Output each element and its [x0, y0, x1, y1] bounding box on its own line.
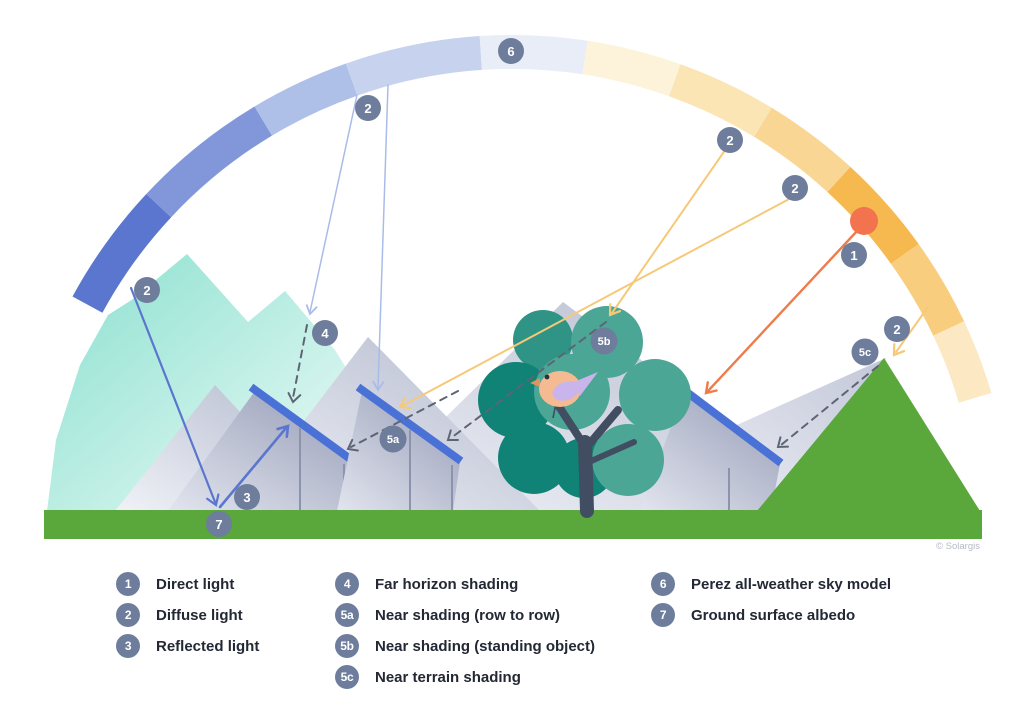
ray-diffuse-left — [129, 286, 220, 507]
bird-wing — [552, 381, 580, 401]
arc-segment — [890, 244, 965, 336]
legend-badge: 3 — [116, 634, 140, 658]
svg-text:2: 2 — [791, 181, 798, 196]
legend-item-perez-model: 6 Perez all-weather sky model — [651, 572, 891, 596]
badge-ground-albedo: 7 — [206, 511, 232, 537]
legend-label: Direct light — [156, 575, 235, 593]
tree-trunk — [552, 398, 637, 518]
diagram-badges: 2 2 6 2 2 1 2 5c 5b 5a 4 3 — [134, 38, 910, 537]
ground-surface — [44, 510, 982, 539]
arc-segment — [754, 107, 851, 192]
legend-badge: 5a — [335, 603, 359, 627]
arc-segment — [254, 63, 358, 136]
legend-badge: 5b — [335, 634, 359, 658]
ray-direct — [704, 228, 860, 395]
legend-label: Diffuse light — [156, 606, 243, 624]
svg-text:5b: 5b — [598, 336, 611, 348]
shading-near-terrain — [776, 365, 879, 449]
arc-segment — [669, 64, 772, 137]
svg-text:1: 1 — [850, 248, 857, 263]
badge-diffuse-left: 2 — [134, 277, 160, 303]
legend-label: Ground surface albedo — [691, 606, 856, 624]
bird-eye — [544, 374, 550, 380]
bird — [530, 371, 598, 419]
legend-label: Reflected light — [156, 637, 260, 655]
badge-diffuse-top: 2 — [355, 95, 381, 121]
arc-segment — [346, 36, 482, 96]
arc-segment — [72, 194, 172, 313]
legend-item-diffuse-light: 2 Diffuse light — [116, 603, 259, 627]
legend-label: Near shading (row to row) — [375, 606, 561, 624]
svg-text:2: 2 — [893, 322, 900, 337]
legend-item-direct-light: 1 Direct light — [116, 572, 259, 596]
panel-face-2 — [355, 383, 464, 465]
legend-item-far-horizon-shading: 4 Far horizon shading — [335, 572, 595, 596]
svg-text:4: 4 — [321, 326, 329, 341]
svg-text:2: 2 — [364, 101, 371, 116]
badge-diffuse-low-right: 2 — [884, 316, 910, 342]
legend-label: Near shading (standing object) — [375, 637, 596, 655]
legend-badge: 4 — [335, 572, 359, 596]
arc-segment — [582, 40, 681, 97]
badge-near-terrain-shading: 5c — [851, 338, 879, 366]
legend-item-near-shading-object: 5b Near shading (standing object) — [335, 634, 595, 658]
solar-irradiance-diagram: 2 2 6 2 2 1 2 5c 5b 5a 4 3 — [44, 34, 992, 539]
badge-reflected-light: 3 — [234, 484, 260, 510]
badge-perez-sky-model: 6 — [498, 38, 524, 64]
ray-reflected — [218, 424, 290, 509]
svg-text:7: 7 — [215, 517, 222, 532]
shading-row-to-row — [346, 390, 459, 452]
legend-item-reflected-light: 3 Reflected light — [116, 634, 259, 658]
legend-label: Near terrain shading — [375, 668, 521, 686]
light-rays — [129, 84, 929, 509]
svg-text:3: 3 — [243, 490, 250, 505]
legend-badge: 1 — [116, 572, 140, 596]
panel-face-1 — [248, 383, 356, 465]
arc-segment — [146, 106, 272, 218]
panel-face-3 — [677, 383, 784, 467]
arc-segment — [479, 34, 588, 75]
legend-item-near-shading-row: 5a Near shading (row to row) — [335, 603, 595, 627]
svg-text:5a: 5a — [387, 434, 400, 446]
shading-standing-object — [446, 321, 607, 442]
near-terrain-hill — [757, 358, 980, 511]
ray-diffuse-top-a — [305, 94, 358, 316]
bird-tail — [574, 372, 598, 396]
legend-column-1: 1 Direct light 2 Diffuse light 3 Reflect… — [116, 572, 259, 658]
copyright-notice: © Solargis — [936, 541, 980, 552]
badge-diffuse-mid-right: 2 — [782, 175, 808, 201]
badge-far-horizon-shading: 4 — [312, 320, 338, 346]
badge-diffuse-upper-right: 2 — [717, 127, 743, 153]
ray-diffuse-to-tree — [608, 132, 738, 317]
legend-badge: 5c — [335, 665, 359, 689]
badge-row-to-row-shading: 5a — [379, 425, 407, 453]
legend-badge: 7 — [651, 603, 675, 627]
badge-direct-light: 1 — [841, 242, 867, 268]
legend-label: Far horizon shading — [375, 575, 519, 593]
legend-badge: 2 — [116, 603, 140, 627]
legend-column-3: 6 Perez all-weather sky model 7 Ground s… — [651, 572, 891, 627]
legend-column-2: 4 Far horizon shading 5a Near shading (r… — [335, 572, 595, 689]
ray-diffuse-to-panel2 — [398, 189, 807, 410]
shading-far-horizon — [287, 324, 308, 404]
svg-text:5c: 5c — [859, 347, 871, 359]
legend-item-near-terrain-shading: 5c Near terrain shading — [335, 665, 595, 689]
bird-beak — [530, 378, 540, 387]
svg-text:2: 2 — [726, 133, 733, 148]
svg-text:6: 6 — [507, 44, 514, 59]
tree — [478, 306, 691, 518]
legend-label: Perez all-weather sky model — [691, 575, 892, 593]
ray-diffuse-top-b — [372, 84, 389, 392]
badge-standing-object-shading: 5b — [590, 327, 618, 355]
ray-diffuse-to-hill — [892, 306, 929, 357]
svg-text:2: 2 — [143, 283, 150, 298]
legend-item-ground-albedo: 7 Ground surface albedo — [651, 603, 891, 627]
arc-segment — [933, 321, 992, 403]
legend-badge: 6 — [651, 572, 675, 596]
sun-icon — [850, 207, 878, 235]
